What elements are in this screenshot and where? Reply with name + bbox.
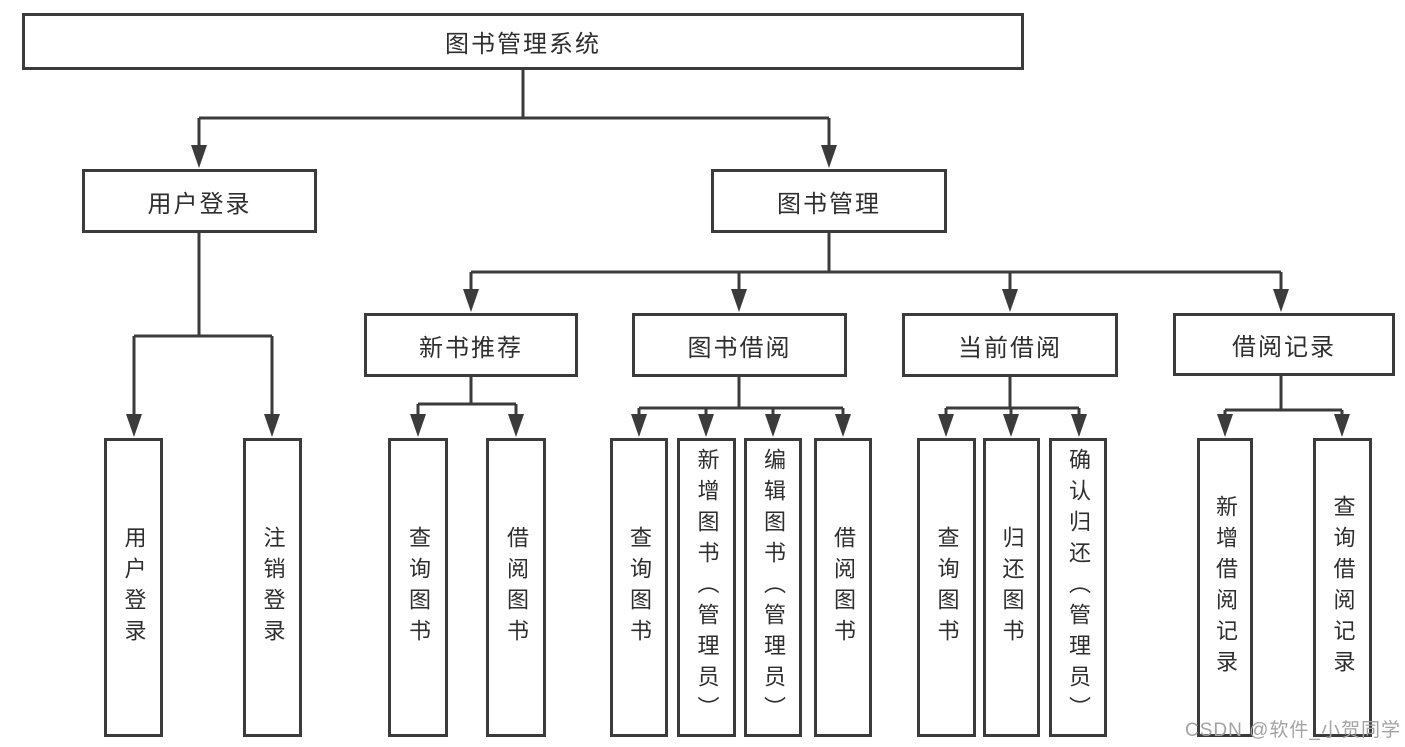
node-label: 查询图书 bbox=[934, 525, 960, 650]
node-label: 图书借阅 bbox=[687, 334, 792, 362]
leaf-cb-confirm-return-admin: 确认归还（管理员） bbox=[1049, 438, 1107, 737]
node-borrow-records: 借阅记录 bbox=[1173, 313, 1395, 376]
node-user-login: 用户登录 bbox=[82, 169, 317, 233]
node-label: 借阅记录 bbox=[1232, 334, 1336, 361]
node-current-borrow: 当前借阅 bbox=[902, 313, 1118, 377]
node-label: 用户登录 bbox=[121, 525, 147, 650]
node-label: 查询图书 bbox=[406, 525, 431, 650]
node-label: 确认归还（管理员） bbox=[1066, 448, 1091, 727]
node-label: 新增借阅记录 bbox=[1213, 494, 1238, 681]
node-label: 借阅图书 bbox=[831, 525, 856, 650]
leaf-bb-add-books-admin: 新增图书（管理员） bbox=[677, 438, 736, 737]
leaf-bb-borrow-books: 借阅图书 bbox=[814, 438, 872, 737]
leaf-cb-query-books: 查询图书 bbox=[917, 438, 976, 737]
leaf-bb-query-books: 查询图书 bbox=[610, 438, 668, 737]
node-label: 新增图书（管理员） bbox=[694, 448, 720, 727]
leaf-nb-query-books: 查询图书 bbox=[388, 438, 448, 737]
node-library-management-system: 图书管理系统 bbox=[22, 13, 1024, 70]
node-label: 用户登录 bbox=[147, 190, 252, 218]
leaf-nb-borrow-books: 借阅图书 bbox=[486, 438, 546, 737]
node-label: 借阅图书 bbox=[504, 525, 529, 650]
leaf-logout: 注销登录 bbox=[243, 438, 302, 737]
node-label: 当前借阅 bbox=[958, 334, 1062, 362]
node-book-management: 图书管理 bbox=[711, 169, 947, 233]
leaf-cb-return-books: 归还图书 bbox=[983, 438, 1040, 737]
node-label: 归还图书 bbox=[999, 525, 1025, 650]
leaf-br-add-record: 新增借阅记录 bbox=[1197, 438, 1253, 737]
node-label: 新书推荐 bbox=[419, 334, 523, 362]
leaf-user-login: 用户登录 bbox=[104, 438, 163, 737]
node-label: 编辑图书（管理员） bbox=[761, 448, 786, 727]
leaf-bb-edit-books-admin: 编辑图书（管理员） bbox=[744, 438, 802, 737]
node-label: 查询图书 bbox=[627, 525, 652, 650]
leaf-br-query-record: 查询借阅记录 bbox=[1313, 438, 1372, 737]
csdn-watermark: CSDN @软件_小贺同学 bbox=[1185, 720, 1401, 741]
node-label: 图书管理系统 bbox=[445, 31, 601, 58]
node-label: 查询借阅记录 bbox=[1330, 494, 1356, 681]
node-label: 注销登录 bbox=[260, 525, 286, 650]
node-book-borrow: 图书借阅 bbox=[632, 313, 847, 377]
node-new-book-recommend: 新书推荐 bbox=[364, 313, 578, 377]
node-label: 图书管理 bbox=[777, 190, 881, 218]
